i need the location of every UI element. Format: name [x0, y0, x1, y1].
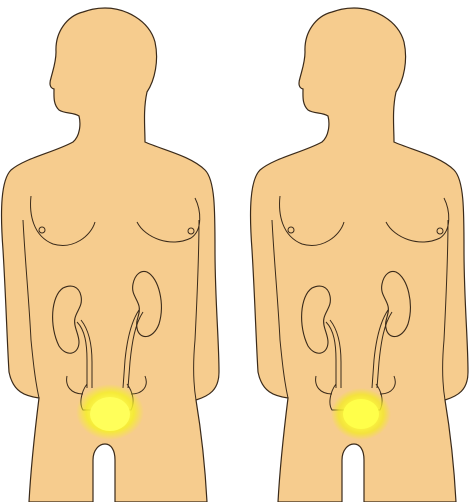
figure-right [251, 8, 468, 502]
figure-left [2, 8, 219, 502]
